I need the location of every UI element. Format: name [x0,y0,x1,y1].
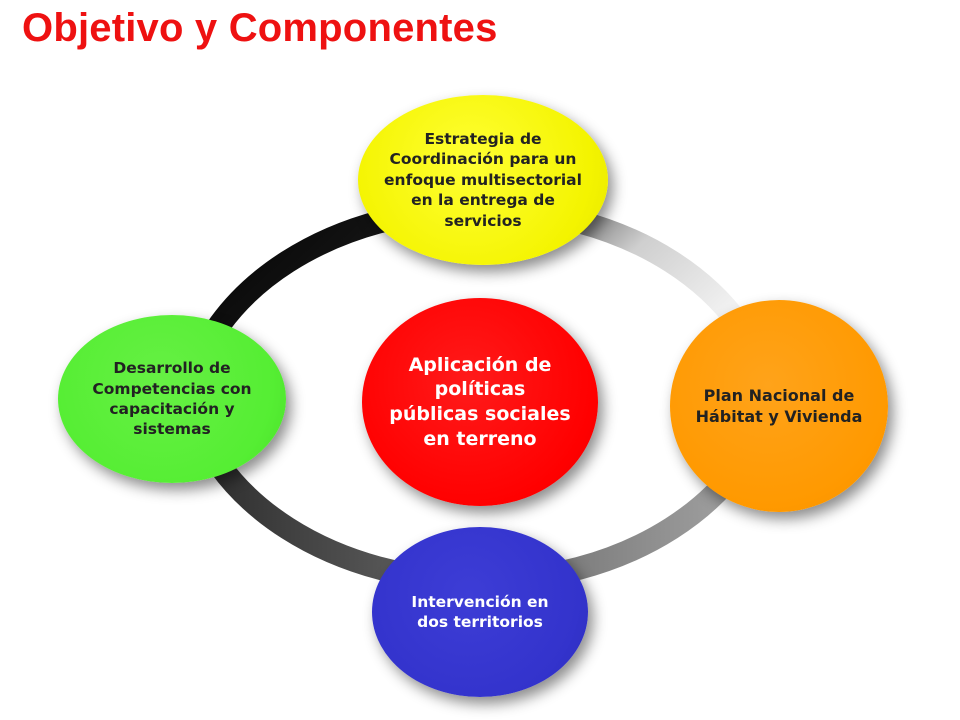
node-left-label: Desarrollo de Competencias con capacitac… [92,359,252,439]
node-bottom-label: Intervención en dos territorios [411,592,549,631]
node-top: Estrategia de Coordinación para un enfoq… [358,95,608,265]
center-node: Aplicación de políticas públicas sociale… [362,298,598,506]
node-left: Desarrollo de Competencias con capacitac… [58,315,286,483]
center-node-label: Aplicación de políticas públicas sociale… [389,353,571,450]
node-top-label: Estrategia de Coordinación para un enfoq… [384,129,582,230]
page-title: Objetivo y Componentes [22,6,498,50]
node-right: Plan Nacional de Hábitat y Vivienda [670,300,888,512]
node-right-label: Plan Nacional de Hábitat y Vivienda [695,385,863,426]
node-bottom: Intervención en dos territorios [372,527,588,697]
